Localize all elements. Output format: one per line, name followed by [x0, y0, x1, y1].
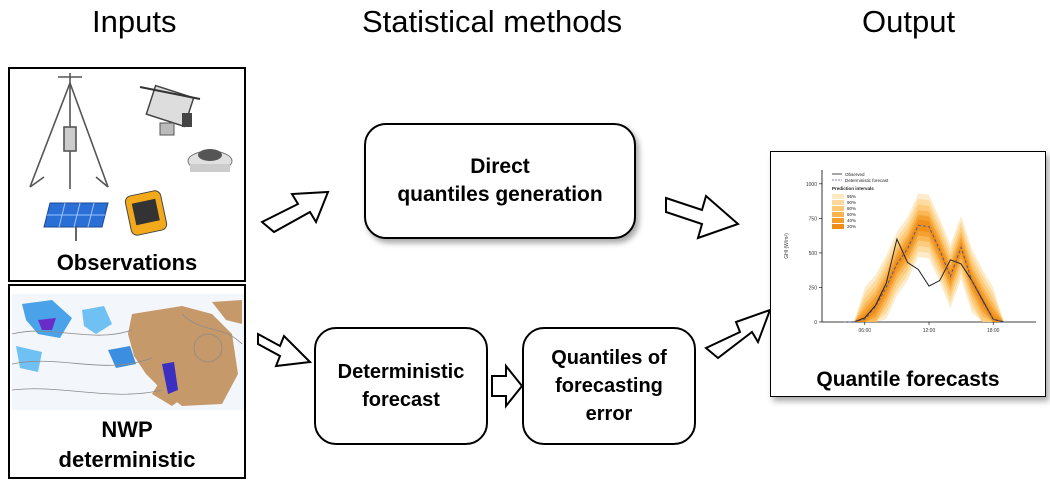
legend-swatch — [832, 206, 844, 211]
deterministic-forecast-box: Deterministic forecast — [314, 327, 488, 445]
quantiles-error-box: Quantiles of forecasting error — [522, 327, 696, 445]
inputs-header: Inputs — [92, 4, 177, 39]
y-tick-label: 0 — [814, 320, 817, 326]
y-axis-label: GHI (W/m²) — [784, 233, 790, 259]
legend-interval-label: 95% — [847, 194, 856, 199]
nwp-weather-map — [12, 294, 244, 410]
legend-interval-label: 80% — [847, 206, 856, 211]
y-tick-label: 500 — [809, 251, 818, 257]
observations-panel: Observations — [8, 67, 246, 282]
arrow-direct-to-output — [665, 194, 740, 240]
direct-line1: Direct — [470, 155, 530, 178]
direct-quantiles-box: Direct quantiles generation — [364, 123, 636, 239]
solar-panel-icon — [43, 202, 109, 241]
series-line-deterministic-forecast — [843, 224, 1005, 323]
quantiles-line3: error — [585, 403, 633, 425]
legend-swatch — [832, 224, 844, 229]
nwp-label-line2: deterministic — [58, 447, 196, 472]
nwp-panel: NWP deterministic — [8, 284, 246, 479]
nwp-label-line1: NWP — [101, 417, 153, 442]
quantile-forecasts-label: Quantile forecasts — [816, 368, 1000, 391]
arrow-deterministic-to-quantiles — [491, 363, 524, 409]
y-tick-label: 250 — [809, 285, 818, 291]
legend-interval-label: 60% — [847, 212, 856, 217]
x-tick-label: 12:00 — [923, 328, 936, 334]
observations-label: Observations — [56, 250, 198, 275]
output-panel: 0 250 500 750 1000 06:00 12:00 18:00 GHI (W/m²) O… — [770, 151, 1046, 397]
interval-band-20% — [843, 219, 1004, 322]
legend-interval-label: 90% — [847, 200, 856, 205]
legend-interval-label: 40% — [847, 218, 856, 223]
observation-instruments-image — [29, 73, 233, 241]
quantiles-line1: Quantiles of — [551, 347, 667, 369]
arrow-nwp-to-deterministic — [257, 332, 313, 368]
legend-swatch — [832, 194, 844, 199]
sun-tracker-icon — [139, 84, 201, 136]
arrow-observations-to-direct — [260, 190, 330, 234]
quantile-forecast-chart: 0 250 500 750 1000 06:00 12:00 18:00 GHI (W/m²) O… — [784, 170, 1036, 334]
legend-swatch — [832, 218, 844, 223]
statistical-methods-header: Statistical methods — [362, 4, 623, 39]
legend-series-label: Deterministic forecast — [845, 178, 889, 183]
y-tick-label: 750 — [809, 216, 818, 222]
x-tick-label: 18:00 — [987, 328, 1000, 334]
legend-series-label: Observed — [845, 172, 865, 177]
radiometer-icon — [124, 190, 168, 236]
y-tick-label: 1000 — [806, 182, 817, 188]
legend-interval-label: 20% — [847, 224, 856, 229]
arrow-quantiles-to-output — [704, 308, 772, 360]
deterministic-line2: forecast — [362, 389, 440, 411]
legend-swatch — [832, 200, 844, 205]
legend-title: Prediction intervals — [832, 186, 874, 191]
met-mast-icon — [29, 73, 109, 189]
legend-swatch — [832, 212, 844, 217]
x-tick-label: 06:00 — [859, 328, 872, 334]
output-header: Output — [862, 4, 956, 39]
pyranometer-icon — [187, 149, 233, 172]
direct-line2: quantiles generation — [397, 183, 603, 206]
quantiles-line2: forecasting — [555, 375, 663, 397]
deterministic-line1: Deterministic — [337, 361, 465, 383]
